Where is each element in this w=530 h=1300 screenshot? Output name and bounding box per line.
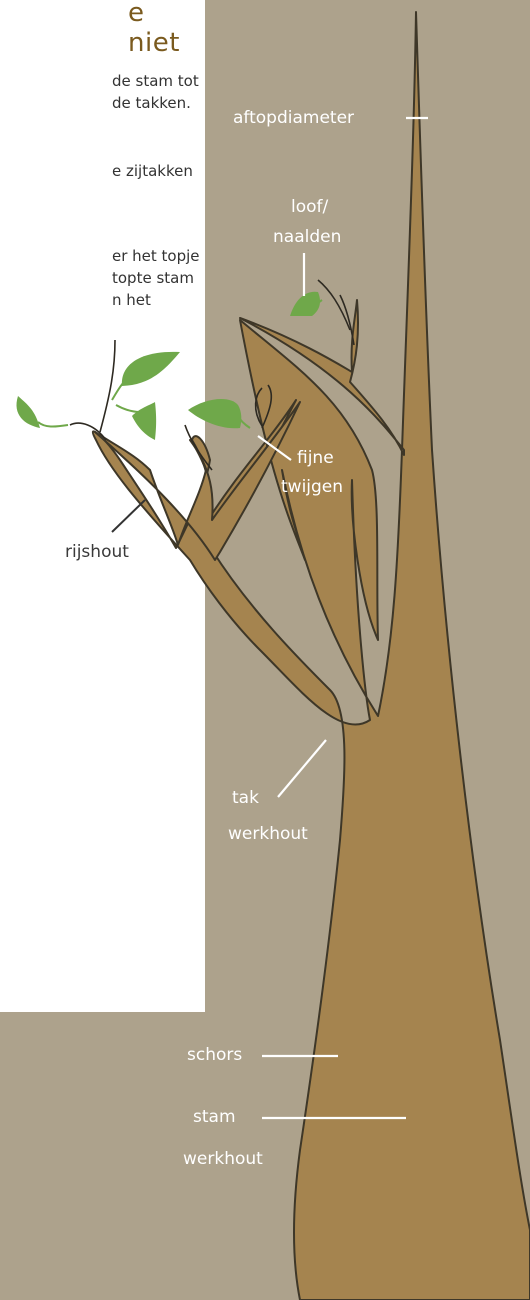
leaf-icon xyxy=(188,399,241,428)
label-top-diameter: aftopdiameter xyxy=(233,108,354,128)
leaf-icon xyxy=(122,352,180,386)
label-fine-twigs-1: fijne xyxy=(297,448,334,468)
leaf-icon xyxy=(132,402,156,440)
label-bark: schors xyxy=(187,1045,242,1065)
label-brushwood: rijshout xyxy=(65,542,129,562)
label-foliage-1: loof/ xyxy=(291,197,329,217)
label-trunk-2: werkhout xyxy=(183,1149,263,1169)
leader-brushwood xyxy=(112,500,145,532)
label-fine-twigs-2: twijgen xyxy=(281,477,343,497)
label-branch-2: werkhout xyxy=(228,824,308,844)
leaf-stem-2 xyxy=(116,405,140,412)
label-branch-1: tak xyxy=(232,788,259,808)
leader-branch xyxy=(278,740,326,797)
label-foliage-2: naalden xyxy=(273,227,341,247)
twig-6 xyxy=(318,280,350,330)
leaf-stem-3 xyxy=(38,422,68,427)
leaf-icon xyxy=(17,396,40,428)
twig-1 xyxy=(100,340,115,432)
label-trunk-1: stam xyxy=(193,1107,236,1127)
